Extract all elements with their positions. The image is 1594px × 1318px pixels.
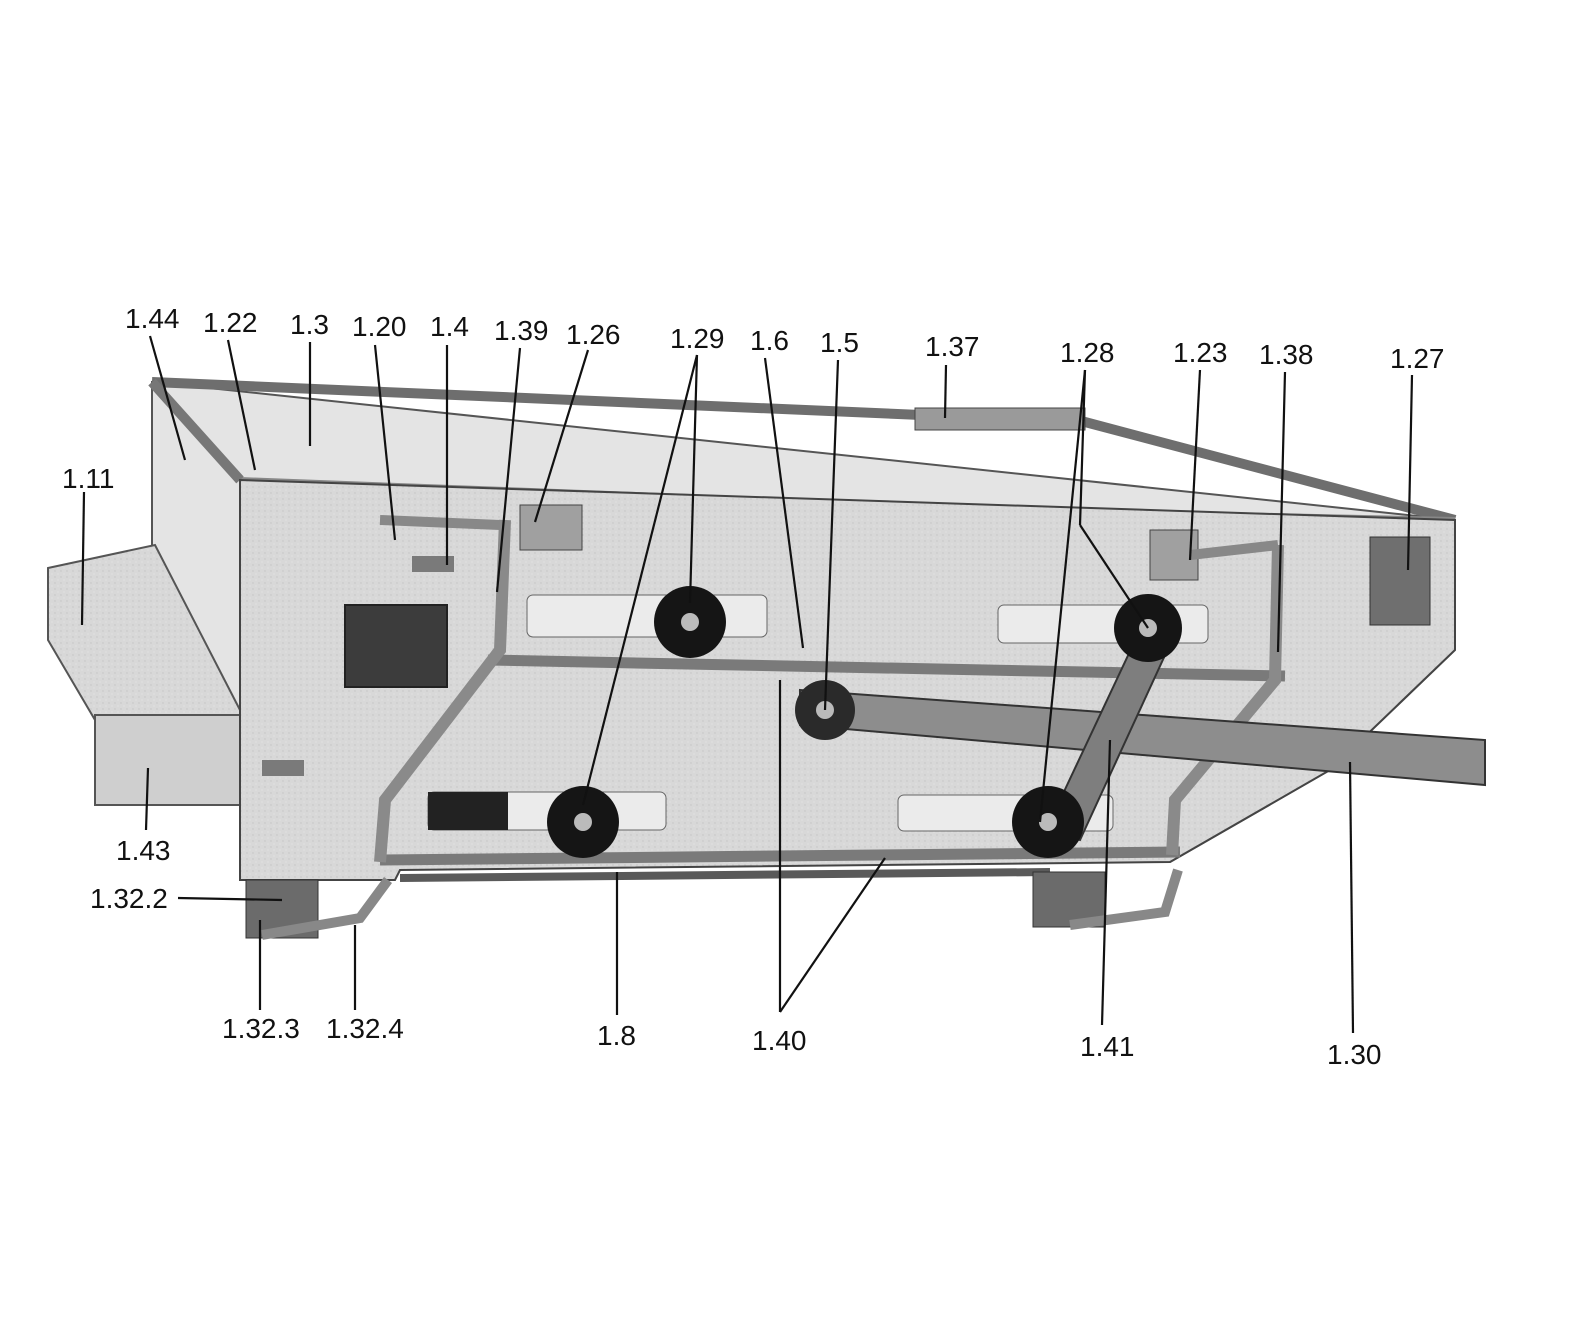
label-1-30: 1.30	[1327, 1039, 1382, 1070]
wheel-upper-left	[654, 586, 726, 658]
bracket-1-26	[519, 504, 583, 551]
label-1-40: 1.40	[752, 1025, 807, 1056]
label-1-3: 1.3	[290, 309, 329, 340]
leader-1-29-b	[581, 354, 699, 806]
foot-link-left	[261, 877, 393, 940]
label-1-4: 1.4	[430, 311, 469, 342]
leader-lines	[80, 335, 1414, 1034]
label-1-32-4: 1.32.4	[326, 1013, 404, 1044]
right-bracket-plate	[1369, 536, 1431, 626]
upper-slot-left	[526, 594, 768, 638]
label-1-6: 1.6	[750, 325, 789, 356]
leader-1-20	[373, 344, 397, 541]
small-plate-lower	[262, 760, 304, 776]
label-1-8: 1.8	[597, 1020, 636, 1051]
lower-hopper-box	[94, 714, 241, 806]
leader-1-27	[1406, 374, 1414, 571]
label-1-32-2: 1.32.2	[90, 883, 168, 914]
leader-1-29-a	[688, 354, 699, 604]
part-labels: 1.44 1.22 1.3 1.20 1.4 1.39 1.26 1.29 1.…	[62, 303, 1445, 1070]
label-1-22: 1.22	[203, 307, 258, 338]
label-1-5: 1.5	[820, 327, 859, 358]
label-1-43: 1.43	[116, 835, 171, 866]
leader-1-32-2	[177, 896, 283, 902]
leader-1-41	[1100, 739, 1112, 1026]
label-1-28: 1.28	[1060, 337, 1115, 368]
top-plate	[914, 407, 1086, 431]
lower-slot-left-dark	[428, 792, 508, 830]
leader-1-44	[148, 335, 187, 461]
label-1-26: 1.26	[566, 319, 621, 350]
leader-1-26	[533, 349, 590, 523]
leader-1-37	[943, 364, 948, 419]
bottom-rail	[399, 868, 1051, 882]
label-1-44: 1.44	[125, 303, 180, 334]
label-1-29: 1.29	[670, 323, 725, 354]
label-1-37: 1.37	[925, 331, 980, 362]
leader-1-43	[144, 767, 150, 831]
leader-1-5	[823, 359, 840, 711]
leader-1-40-b	[779, 857, 886, 1013]
inspection-window	[344, 604, 448, 688]
leader-1-38	[1276, 371, 1287, 653]
leader-1-28-b	[1079, 524, 1149, 629]
label-1-27: 1.27	[1390, 343, 1445, 374]
leader-1-28-c	[1038, 369, 1087, 823]
left-hanger	[374, 519, 511, 863]
leader-1-28-a	[1078, 369, 1087, 526]
leader-1-6	[763, 357, 805, 649]
wheel-lower-left	[547, 786, 619, 858]
label-1-32-3: 1.32.3	[222, 1013, 300, 1044]
label-1-38: 1.38	[1259, 339, 1314, 370]
leader-1-22	[226, 339, 257, 471]
upper-link-left	[379, 515, 501, 530]
label-1-41: 1.41	[1080, 1031, 1135, 1062]
wheel-lower-right	[1012, 786, 1084, 858]
label-1-11: 1.11	[62, 463, 114, 494]
upper-link-right	[1189, 540, 1279, 560]
small-plate	[412, 556, 454, 572]
leader-1-39	[495, 347, 522, 593]
label-1-23: 1.23	[1173, 337, 1228, 368]
leader-1-30	[1348, 761, 1355, 1034]
leader-1-23	[1188, 369, 1202, 561]
foot-link-right	[1069, 868, 1183, 930]
label-1-20: 1.20	[352, 311, 407, 342]
machine-body	[47, 377, 1486, 940]
label-1-39: 1.39	[494, 315, 549, 346]
leader-1-11	[80, 491, 86, 626]
